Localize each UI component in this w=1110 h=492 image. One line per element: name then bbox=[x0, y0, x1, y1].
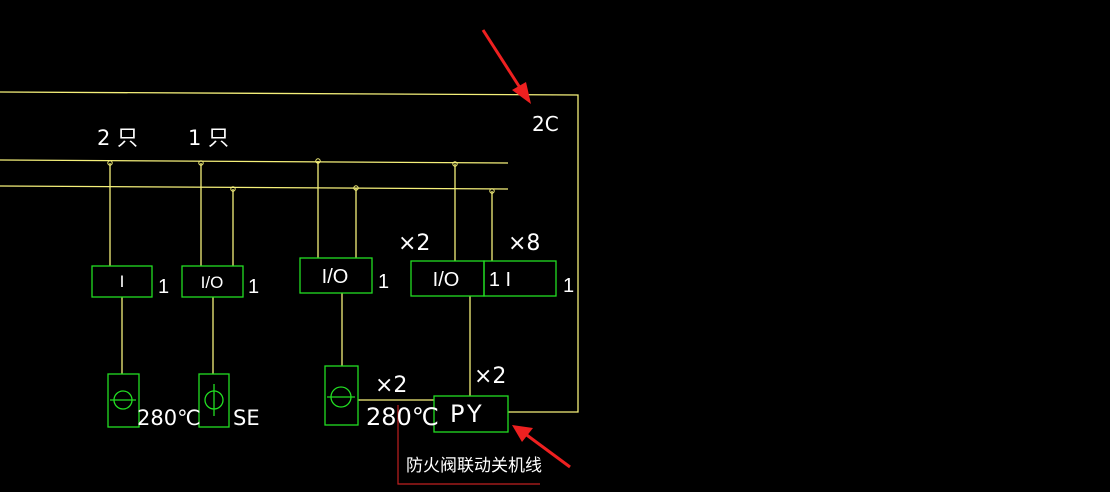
module-suffix-2: 1 bbox=[248, 276, 259, 298]
count-label-2: 2 只 bbox=[97, 126, 138, 150]
arrow-shaft-bottom bbox=[523, 431, 571, 469]
junction-dot bbox=[353, 185, 359, 191]
mult-label-x2-py: ×2 bbox=[474, 364, 506, 389]
module-label-1: I bbox=[120, 272, 125, 291]
device-box-1[interactable] bbox=[107, 373, 140, 428]
junction-dot bbox=[230, 186, 236, 192]
junction-dot bbox=[452, 161, 458, 167]
mult-label-x2-top: ×2 bbox=[398, 231, 430, 256]
module-suffix-3: 1 bbox=[378, 271, 389, 293]
module-suffix-5: 1 bbox=[563, 275, 574, 297]
junction-dot bbox=[107, 160, 113, 166]
module-box-3[interactable] bbox=[299, 257, 373, 294]
note-wire bbox=[397, 405, 540, 485]
device-box-3[interactable] bbox=[324, 365, 359, 426]
temp-label-right: 280℃ bbox=[366, 403, 439, 431]
module-label-5: 1 I bbox=[489, 269, 511, 291]
se-label: SE bbox=[233, 406, 260, 430]
junction-dot bbox=[489, 188, 495, 194]
modules bbox=[91, 257, 557, 433]
arrow-head-top bbox=[512, 82, 531, 104]
arrow-head-bottom bbox=[512, 425, 533, 442]
device-box-2[interactable] bbox=[198, 373, 230, 428]
module-label-4: I/O bbox=[433, 269, 460, 291]
bus-label-2c: 2C bbox=[532, 112, 559, 136]
module-label-2: I/O bbox=[201, 273, 224, 292]
temp-label-left: 280℃ bbox=[137, 406, 201, 430]
note-fire-damper: 防火阀联动关机线 bbox=[406, 456, 542, 476]
py-box[interactable] bbox=[433, 395, 509, 433]
module-box-2[interactable] bbox=[181, 265, 244, 298]
py-label: PY bbox=[450, 400, 485, 428]
wires bbox=[0, 91, 579, 413]
module-label-3: I/O bbox=[322, 266, 349, 288]
mult-label-x8: ×8 bbox=[508, 231, 540, 256]
wire-2c-loop bbox=[0, 91, 579, 413]
count-label-1: 1 只 bbox=[188, 126, 229, 150]
mult-label-x2-mid: ×2 bbox=[375, 373, 407, 398]
junction-dot bbox=[198, 160, 204, 166]
module-box-5[interactable] bbox=[483, 260, 557, 297]
arrows bbox=[481, 29, 571, 469]
arrow-shaft-top bbox=[481, 29, 526, 95]
bus-line-2 bbox=[0, 185, 509, 190]
bus-line-1 bbox=[0, 159, 509, 164]
junction-dots bbox=[107, 158, 495, 194]
module-suffix-1: 1 bbox=[158, 276, 169, 298]
module-box-1[interactable] bbox=[91, 265, 153, 298]
junction-dot bbox=[315, 158, 321, 164]
